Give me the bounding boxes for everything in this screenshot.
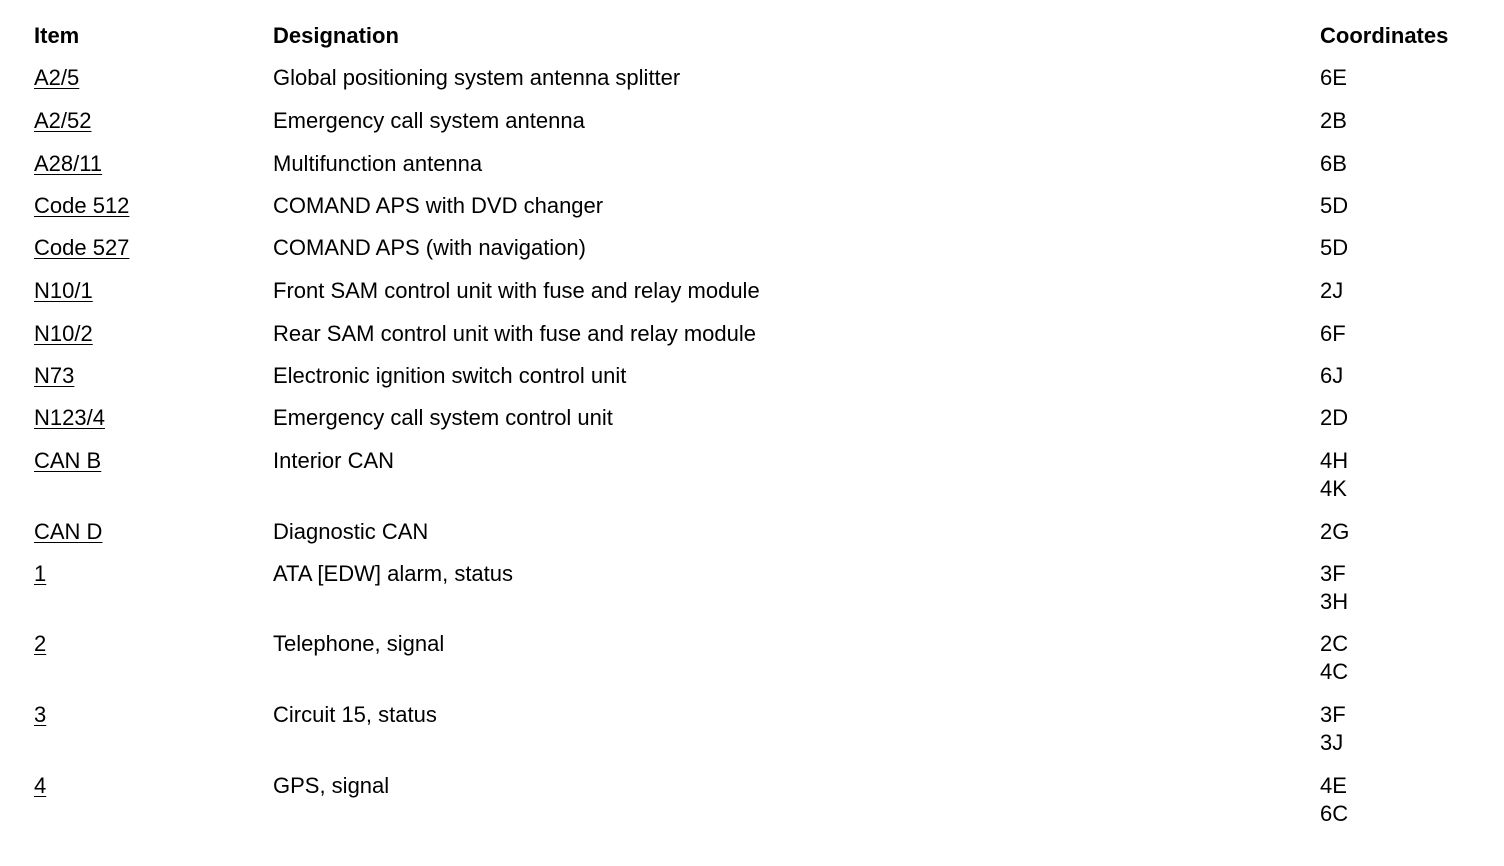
coordinates-cell: 3F 3J [1320,701,1346,757]
item-link[interactable]: 3 [34,702,47,727]
coordinate-value: 2G [1320,519,1350,544]
designation-text: Rear SAM control unit with fuse and rela… [273,321,757,346]
coordinates-cell: 6J [1320,362,1343,390]
coordinate-value: 4K [1320,476,1347,501]
designation-text: Interior CAN [273,448,395,473]
coordinate-value: 6E [1320,65,1347,90]
coordinates-cell: 4H 4K [1320,447,1348,503]
item-link[interactable]: N10/2 [34,321,93,346]
item-column-header: Item [34,23,80,48]
coordinate-value: 4H [1320,448,1349,473]
item-link[interactable]: Code 512 [34,193,130,218]
coordinates-cell: 2C 4C [1320,630,1348,686]
designation-column-header: Designation [273,23,399,48]
coordinates-cell: 4E 6C [1320,772,1348,828]
coordinate-value: 2B [1320,108,1347,133]
coordinate-value: 4C [1320,659,1349,684]
item-link[interactable]: N123/4 [34,405,105,430]
coordinate-value: 3H [1320,589,1349,614]
item-link[interactable]: 4 [34,773,47,798]
item-link[interactable]: 1 [34,561,47,586]
item-link[interactable]: A2/5 [34,65,80,90]
coordinate-value: 2J [1320,278,1344,303]
coordinate-value: 6J [1320,363,1344,388]
item-link[interactable]: Code 527 [34,235,130,260]
coordinates-cell: 6B [1320,150,1347,178]
designation-text: Emergency call system antenna [273,108,585,133]
item-link[interactable]: CAN D [34,519,103,544]
item-link[interactable]: A28/11 [34,151,103,176]
designation-text: Circuit 15, status [273,702,437,727]
designation-text: COMAND APS (with navigation) [273,235,586,260]
coordinate-value: 3F [1320,702,1346,727]
designation-text: Front SAM control unit with fuse and rel… [273,278,760,303]
coordinates-column-header: Coordinates [1320,23,1449,48]
coordinates-cell: 3F 3H [1320,560,1348,616]
coordinates-cell: 2G [1320,518,1349,546]
designation-text: ATA [EDW] alarm, status [273,561,514,586]
item-link[interactable]: CAN B [34,448,102,473]
coordinates-cell: 6F [1320,320,1346,348]
coordinates-cell: 2D [1320,404,1348,432]
coordinate-value: 3F [1320,561,1346,586]
coordinate-value: 6B [1320,151,1347,176]
coordinate-value: 2D [1320,405,1349,430]
item-link[interactable]: N10/1 [34,278,93,303]
coordinates-cell: 2J [1320,277,1343,305]
designation-text: Emergency call system control unit [273,405,613,430]
coordinate-value: 3J [1320,730,1344,755]
coordinate-value: 4E [1320,773,1347,798]
coordinate-value: 5D [1320,193,1349,218]
designation-text: Multifunction antenna [273,151,483,176]
item-link[interactable]: A2/52 [34,108,92,133]
coordinates-cell: 6E [1320,64,1347,92]
designation-text: COMAND APS with DVD changer [273,193,604,218]
coordinates-cell: 2B [1320,107,1347,135]
coordinate-value: 6F [1320,321,1346,346]
coordinate-value: 2C [1320,631,1349,656]
designation-text: Diagnostic CAN [273,519,429,544]
coordinate-value: 5D [1320,235,1349,260]
designation-text: Telephone, signal [273,631,445,656]
designation-text: Global positioning system antenna splitt… [273,65,681,90]
designation-text: Electronic ignition switch control unit [273,363,627,388]
coordinate-value: 6C [1320,801,1349,826]
designation-text: GPS, signal [273,773,390,798]
coordinates-cell: 5D [1320,192,1348,220]
item-link[interactable]: 2 [34,631,47,656]
coordinates-cell: 5D [1320,234,1348,262]
item-link[interactable]: N73 [34,363,75,388]
